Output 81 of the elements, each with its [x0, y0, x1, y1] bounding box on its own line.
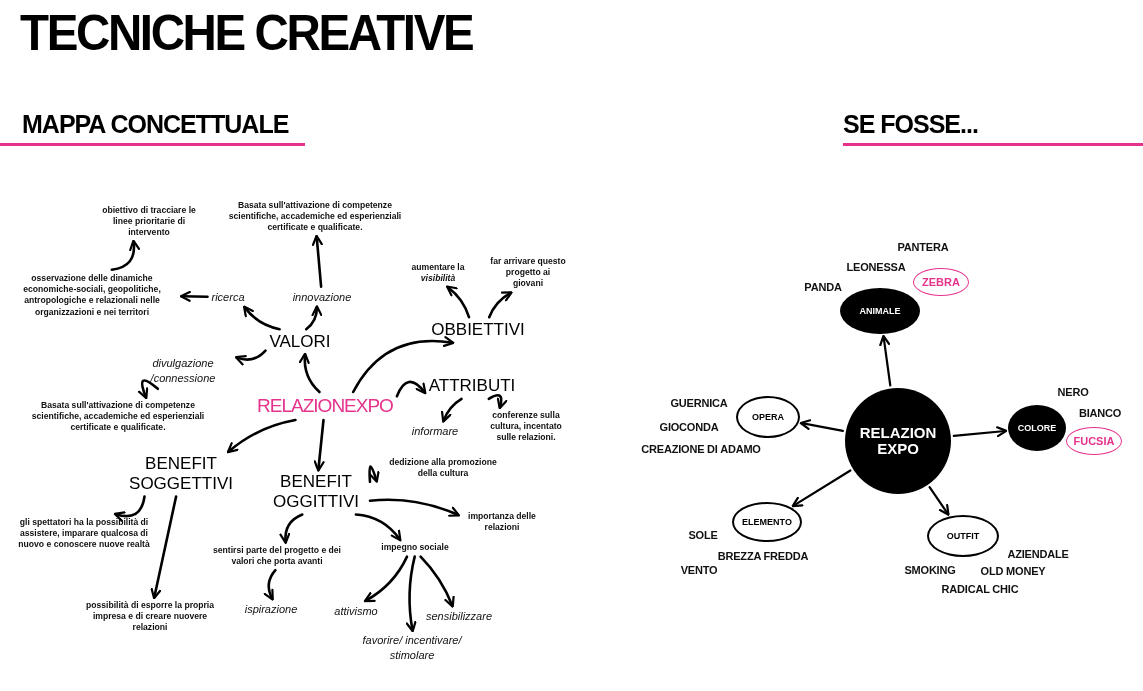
option-text: PANTERA — [897, 241, 949, 253]
concept-heading: ATTRIBUTI — [428, 376, 516, 396]
center-circle: RELAZION EXPO — [845, 388, 951, 494]
option-text: BIANCO — [1078, 407, 1122, 419]
option-text: LEONESSA — [846, 261, 906, 273]
note-text: dedizione alla promozione della cultura — [380, 456, 506, 480]
arrow — [928, 486, 950, 516]
arrow — [487, 291, 513, 319]
arrow — [313, 418, 325, 472]
section-heading: MAPPA CONCETTUALE — [22, 110, 289, 138]
arrow — [150, 495, 178, 600]
arrow — [138, 379, 160, 400]
keyword-text: innovazione — [292, 289, 352, 305]
category-ellipse: OPERA — [736, 396, 800, 438]
keyword-text: favorire/ incentivare/ stimolare — [357, 633, 467, 663]
arrow — [226, 418, 297, 454]
page-title: TECNICHE CREATIVE — [20, 4, 473, 62]
section-heading: SE FOSSE... — [843, 110, 978, 138]
note-text: aumentare la visibilità — [398, 261, 478, 285]
arrow — [441, 397, 463, 423]
concept-heading: BENEFIT SOGGETTIVI — [125, 454, 237, 494]
concept-heading: OBBIETTIVI — [431, 320, 525, 340]
arrow — [952, 426, 1008, 438]
option-text: VENTO — [680, 564, 718, 576]
arrow — [279, 513, 304, 544]
arrow — [242, 305, 281, 331]
arrow — [363, 555, 409, 603]
arrow — [487, 393, 508, 410]
keyword-text: sensibilizzare — [426, 608, 492, 624]
arrow — [351, 336, 455, 394]
category-ellipse: ELEMENTO — [732, 502, 802, 542]
keyword-text: ispirazione — [244, 601, 298, 617]
note-text: Basata sull'attivazione di competenze scientifiche, accademiche ed esperienziali certificate e qualificate. — [25, 400, 211, 434]
keyword-text: attivismo — [334, 603, 378, 619]
category-ellipse: COLORE — [1008, 405, 1066, 451]
concept-heading: VALORI — [269, 332, 331, 352]
note-text: possibilità di esporre la propria impresa e di creare nuovere relazioni — [80, 600, 220, 634]
note-text: impegno sociale — [381, 542, 449, 554]
keyword-text: ricerca — [211, 289, 245, 305]
arrow — [311, 234, 323, 288]
highlight-ellipse: ZEBRA — [913, 268, 969, 296]
arrow — [879, 334, 892, 387]
arrow — [791, 469, 852, 508]
note-text: conferenze sulla cultura, incentato sulle relazioni. — [484, 410, 568, 444]
note-text: osservazione delle dinamiche economiche-sociali, geopolitiche, antropologiche e relazionali nelle organizzazioni e nei territori — [6, 272, 178, 318]
note-text: far arrivare questo progetto ai giovani — [490, 256, 566, 290]
note-text: obiettivo di tracciare le linee prioritarie di intervento — [94, 205, 204, 239]
arrow — [368, 465, 380, 484]
category-ellipse: OUTFIT — [927, 515, 999, 557]
option-text: SOLE — [688, 529, 718, 541]
keyword-text: informare — [411, 423, 459, 439]
highlight-ellipse: FUCSIA — [1066, 427, 1122, 455]
keyword-text: divulgazione /connessione — [133, 356, 233, 386]
arrow — [113, 495, 146, 522]
option-text: NERO — [1057, 386, 1089, 398]
note-text: gli spettatori ha la possibilità di assistere, imparare qualcosa di nuovo e conoscere nuove realtà — [15, 517, 153, 551]
arrow — [368, 498, 461, 518]
arrow — [234, 349, 267, 366]
arrow — [263, 568, 277, 601]
arrow — [110, 239, 140, 271]
arrow — [799, 419, 844, 432]
concept-heading: BENEFIT OGGITTIVI — [266, 472, 366, 512]
option-text: RADICAL CHIC — [941, 583, 1019, 595]
arrow — [395, 380, 427, 398]
arrow — [299, 352, 321, 394]
arrow — [405, 555, 417, 633]
option-text: SMOKING — [904, 564, 956, 576]
arrow — [419, 555, 455, 608]
option-text: PANDA — [804, 281, 842, 293]
note-text: Basata sull'attivazione di competenze scientifiche, accademiche ed esperienziali certificate e qualificate. — [220, 200, 410, 234]
arrow — [179, 290, 209, 302]
option-text: BREZZA FREDDA — [717, 550, 809, 562]
note-text: importanza delle relazioni — [462, 510, 542, 534]
option-text: GIOCONDA — [659, 421, 719, 433]
option-text: OLD MONEY — [980, 565, 1046, 577]
arrow — [445, 285, 471, 319]
option-text: CREAZIONE DI ADAMO — [641, 443, 761, 455]
arrow — [304, 305, 323, 331]
arrow — [354, 513, 402, 542]
note-text: sentirsi parte del progetto e dei valori che porta avanti — [209, 544, 345, 568]
concept-title: RELAZIONEXPO — [257, 395, 393, 417]
